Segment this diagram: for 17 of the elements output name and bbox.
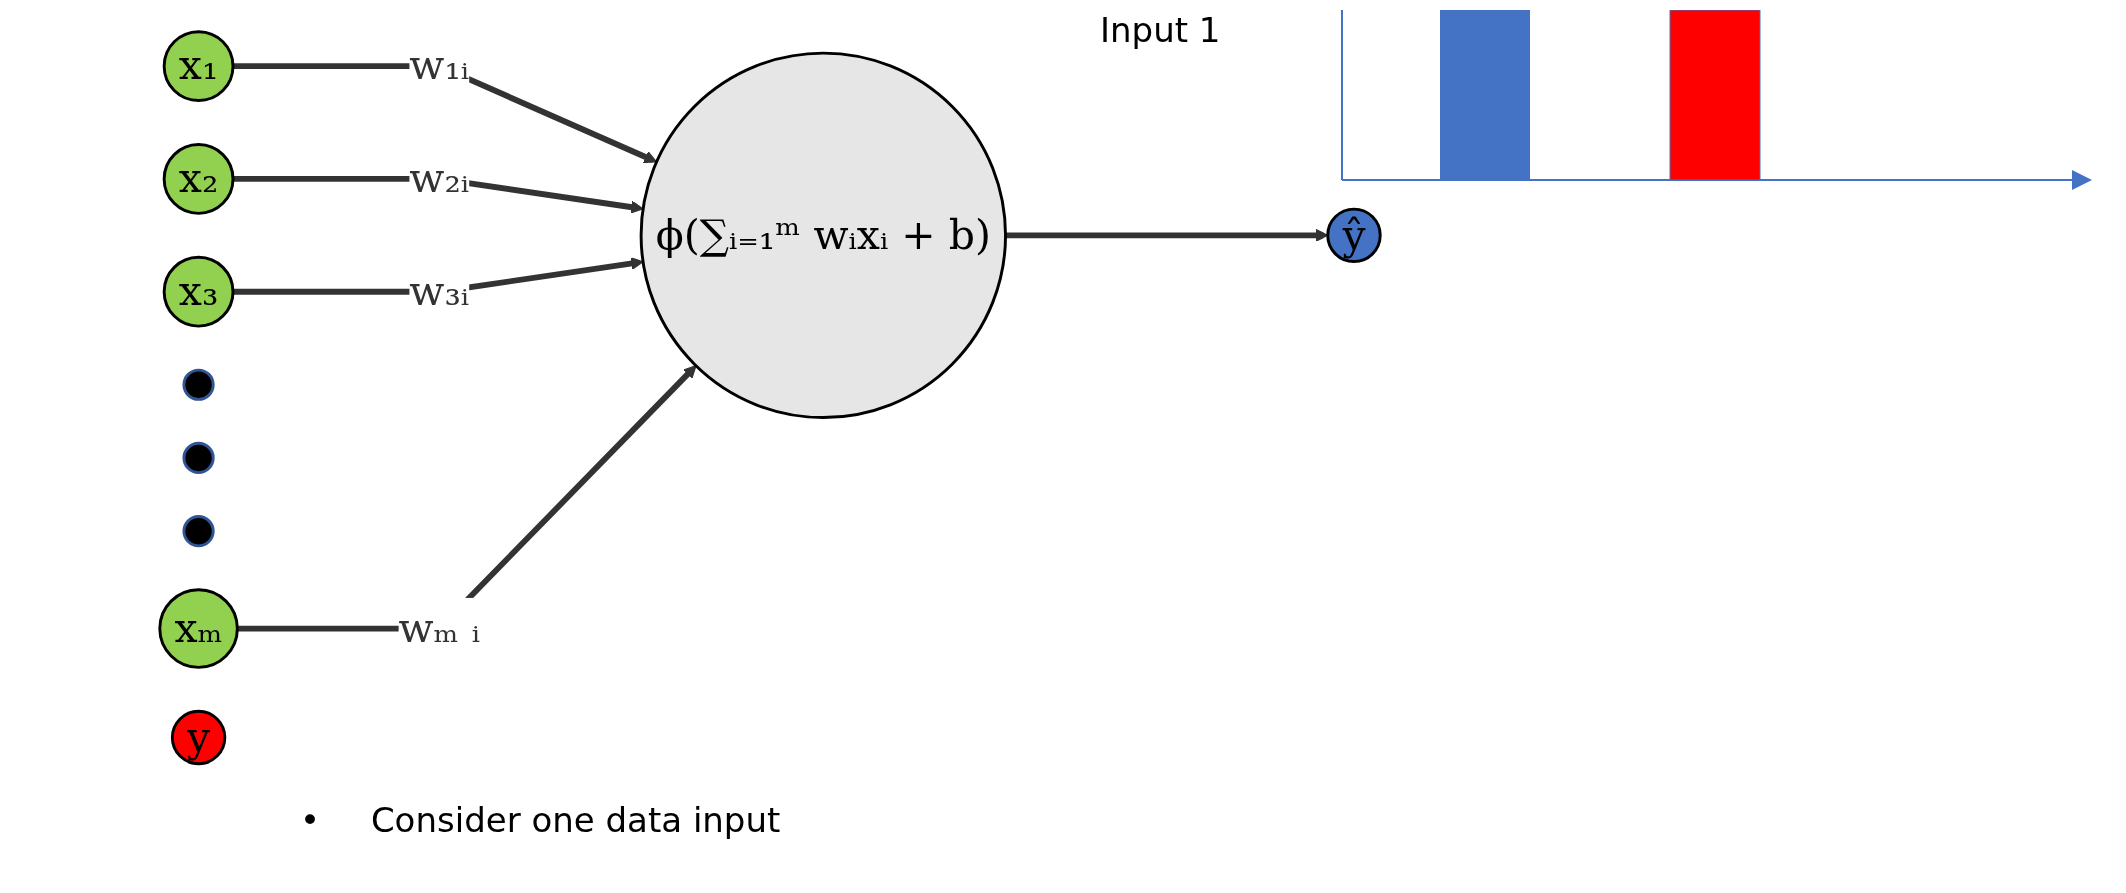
node-circle: xₘ xyxy=(158,588,239,669)
edge-label: w₃ᵢ xyxy=(409,266,470,316)
node-circle: x₂ xyxy=(162,143,235,215)
edge-label: w₂ᵢ xyxy=(409,154,470,203)
node-circle: ϕ(∑ᵢ₌₁ᵐ wᵢxᵢ + b) xyxy=(639,51,1007,420)
chart-label: Input 1 xyxy=(1100,10,1221,50)
note-text: Consider one data input xyxy=(370,800,781,840)
node-circle: x₁ xyxy=(162,30,235,103)
node-circle xyxy=(182,368,215,401)
edge-label: wₘ ᵢ xyxy=(398,603,480,652)
node-circle xyxy=(182,441,215,475)
node-circle: ŷ xyxy=(1326,207,1382,264)
node-circle: y xyxy=(170,709,227,766)
edge-label: w₁ᵢ xyxy=(409,41,470,90)
bullet-mark: • xyxy=(300,800,321,840)
node-circle: x₃ xyxy=(162,255,235,328)
node-circle xyxy=(182,515,215,548)
